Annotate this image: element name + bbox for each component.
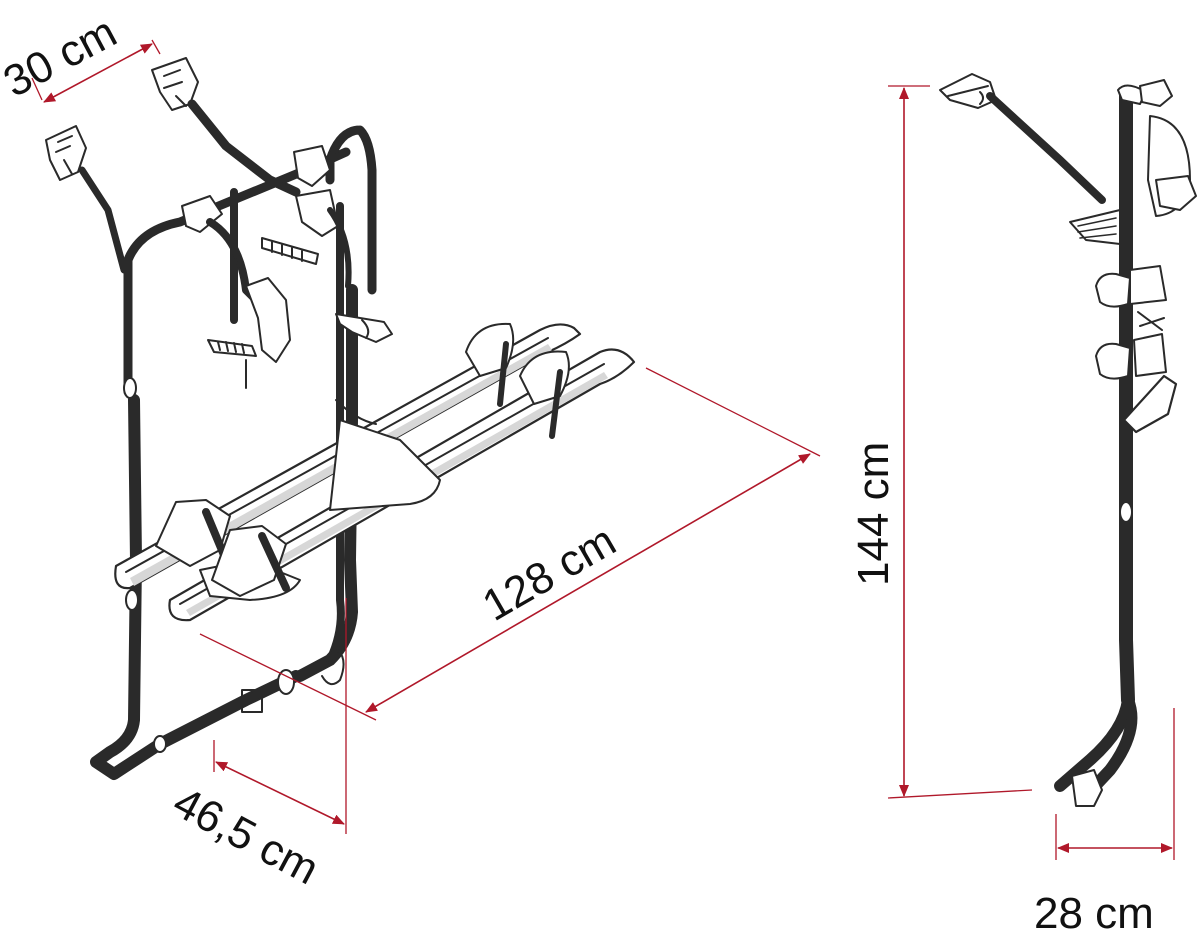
top-right-bracket (151, 57, 301, 197)
rack-side-view (939, 73, 1197, 807)
frame-holder-left (181, 195, 291, 389)
dimension-depth (213, 598, 347, 834)
label-height: 144 cm (849, 442, 898, 586)
dimension-side-depth (1055, 708, 1175, 860)
label-rail-length: 128 cm (475, 516, 624, 631)
dimension-top-width (31, 39, 161, 103)
rack-isometric-view (45, 57, 636, 780)
label-depth: 46,5 cm (165, 778, 326, 895)
label-side-depth: 28 cm (1034, 889, 1154, 938)
dimension-height (887, 85, 1033, 799)
wheel-holder-front-2 (211, 525, 290, 597)
top-left-bracket (45, 125, 128, 274)
dimension-rail-length (199, 367, 821, 721)
wheel-holder-rear-1 (465, 322, 515, 407)
frame-holder-right (261, 145, 393, 343)
wheel-holder-rear-2 (519, 350, 570, 439)
